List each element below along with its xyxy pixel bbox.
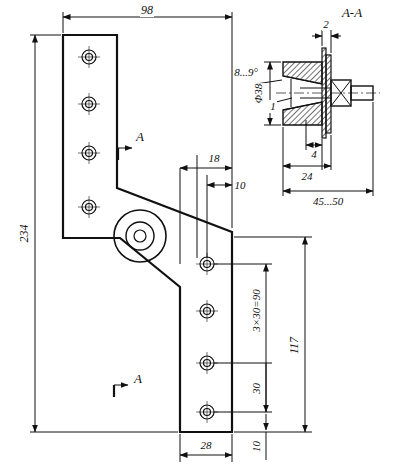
dimension-label: 234: [18, 223, 31, 243]
dimension-label: 98: [140, 4, 154, 17]
dimension-label: 1: [269, 100, 277, 113]
center-mark: [78, 46, 100, 68]
center-mark: [78, 196, 100, 218]
dimension-label: 28: [200, 439, 213, 452]
dimension-label: 24: [301, 170, 314, 183]
dimension-label: 117: [288, 335, 301, 354]
dimension-label: 3×30=90: [249, 288, 262, 332]
dimension-label: Φ38: [253, 82, 266, 103]
dimension-label: 45...50: [312, 195, 344, 208]
dimension-label: A: [135, 130, 145, 143]
dimension-label: 2: [322, 18, 330, 31]
center-mark: [78, 142, 100, 164]
center-mark: [196, 300, 218, 322]
dimension-label: 10: [250, 440, 263, 453]
dimension-label: 8...9°: [233, 66, 259, 79]
dimension-label: 18: [208, 152, 221, 165]
center-mark: [78, 93, 100, 115]
dimension-label: A-A: [341, 6, 363, 19]
dimension-label: A: [133, 372, 143, 385]
dimension-label: 10: [234, 179, 247, 192]
dimension-label: 30: [250, 382, 263, 395]
dimension-label: 4: [310, 148, 318, 161]
